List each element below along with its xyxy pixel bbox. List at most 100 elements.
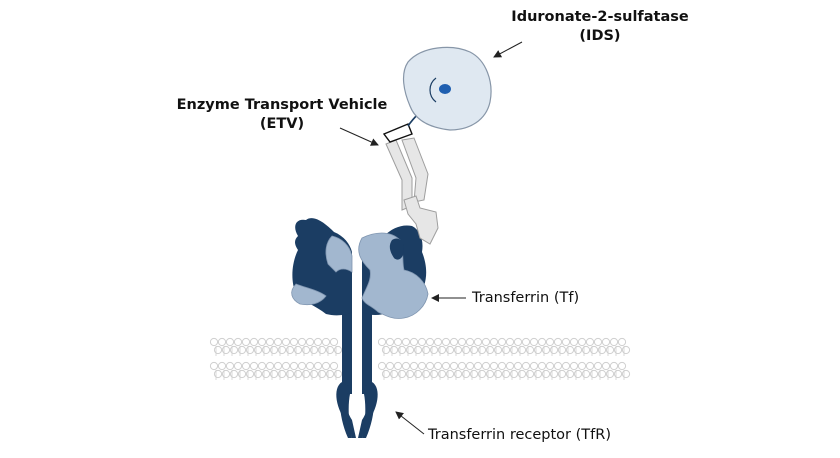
lipid-head [449,361,459,371]
lipid-head [241,337,251,347]
lipid-head [329,337,339,347]
lipid-head [569,361,579,371]
cell-membrane [209,337,631,380]
lipid-head [417,361,427,371]
lipid-head [541,369,551,379]
lipid-head [289,337,299,347]
lipid-head [313,337,323,347]
lipid-head [473,337,483,347]
lipid-head [549,369,559,379]
label-ids: Iduronate-2-sulfatase (IDS) [490,8,710,46]
lipid-head [561,337,571,347]
label-ids-line2: (IDS) [579,28,621,44]
lipid-head [265,337,275,347]
lipid-head [385,337,395,347]
label-etv: Enzyme Transport Vehicle (ETV) [172,96,392,134]
lipid-head [317,345,327,355]
lipid-head [421,345,431,355]
lipid-head [229,369,239,379]
lipid-head [509,345,519,355]
lipid-head [613,345,623,355]
lipid-head [605,369,615,379]
lipid-head [549,345,559,355]
lipid-head [245,345,255,355]
lipid-head [213,345,223,355]
lipid-head [617,337,627,347]
lipid-head [453,345,463,355]
lipid-head [529,361,539,371]
lipid-head [441,337,451,347]
lipid-head [585,361,595,371]
lipid-head [597,369,607,379]
lipid-head [533,369,543,379]
lipid-head [333,369,343,379]
lipid-head [325,369,335,379]
lipid-head [277,369,287,379]
label-etv-line1: Enzyme Transport Vehicle [176,97,388,113]
lipid-head [389,369,399,379]
receptor-leg-right [358,382,378,438]
lipid-head [485,345,495,355]
lipid-head [433,361,443,371]
lipid-head [537,337,547,347]
receptor-leg-left [336,382,356,438]
lipid-head [421,369,431,379]
lipid-head [269,345,279,355]
lipid-head [401,337,411,347]
lipid-head [221,345,231,355]
enzyme-pocket [429,77,437,103]
lipid-head [249,337,259,347]
lipid-head [273,337,283,347]
lipid-head [301,345,311,355]
lipid-head [285,345,295,355]
lipid-head [517,345,527,355]
lipid-head [413,345,423,355]
lipid-head [541,345,551,355]
antibody-hinge [382,123,413,143]
lipid-head [545,361,555,371]
lipid-head [529,337,539,347]
lipid-head [513,337,523,347]
lipid-head [469,345,479,355]
lipid-head [565,345,575,355]
lipid-head [385,361,395,371]
lipid-head [225,337,235,347]
antibody-fab-right [401,137,429,203]
lipid-head [465,361,475,371]
lipid-head [281,361,291,371]
lipid-head [485,369,495,379]
transferrin-left-lobe [325,235,353,273]
lipid-head [525,369,535,379]
lipid-head [589,369,599,379]
lipid-head [505,361,515,371]
lipid-head [325,345,335,355]
lipid-head [425,361,435,371]
lipid-head [309,369,319,379]
lipid-head [613,369,623,379]
lipid-head [469,369,479,379]
lipid-head [577,337,587,347]
lipid-head [393,337,403,347]
lipid-head [229,345,239,355]
lipid-head [245,369,255,379]
lipid-head [381,345,391,355]
transferrin-left-lower [291,283,327,306]
lipid-head [445,369,455,379]
lipid-head [577,361,587,371]
lipid-head [265,361,275,371]
lipid-head [445,345,455,355]
lipid-head [505,337,515,347]
lipid-head [409,361,419,371]
lipid-head [257,337,267,347]
lipid-head [465,337,475,347]
lipid-head [461,345,471,355]
lipid-head [241,361,251,371]
lipid-head [617,361,627,371]
lipid-head [253,345,263,355]
lipid-head [305,337,315,347]
lipid-head [217,361,227,371]
lipid-head [453,369,463,379]
lipid-head [297,337,307,347]
lipid-head [333,345,343,355]
lipid-head [493,369,503,379]
